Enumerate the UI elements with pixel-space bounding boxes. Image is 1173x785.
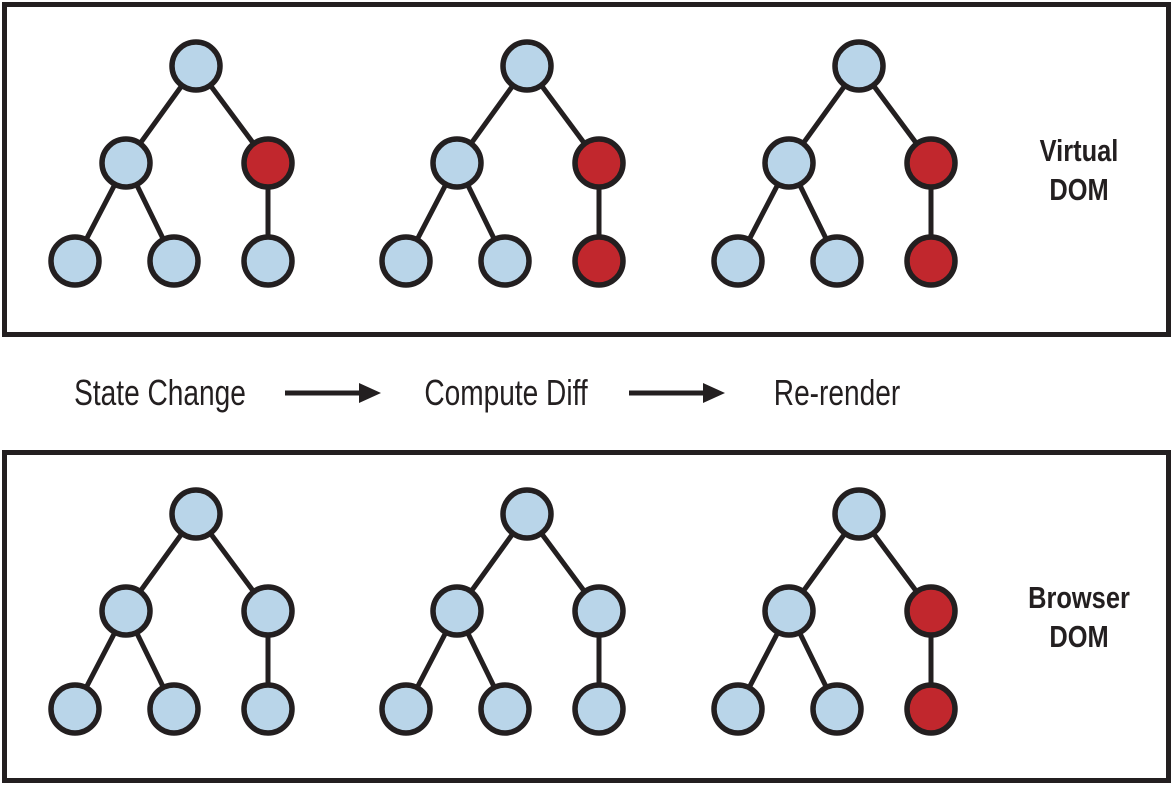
dom-tree xyxy=(711,487,958,736)
tree-node-red xyxy=(904,682,958,736)
tree-node-red xyxy=(904,234,958,288)
tree-node-blue xyxy=(430,584,484,638)
dom-tree xyxy=(379,39,626,288)
tree-node-blue xyxy=(478,234,532,288)
flow-step-state-change: State Change xyxy=(74,372,246,413)
tree-node-blue xyxy=(99,584,153,638)
tree-node-blue xyxy=(762,584,816,638)
browser-dom-label-line1: Browser xyxy=(1028,579,1130,615)
browser-dom-label: Browser DOM xyxy=(1018,578,1141,656)
tree-node-blue xyxy=(478,682,532,736)
dom-tree xyxy=(711,39,958,288)
arrow-right-icon xyxy=(285,383,381,403)
tree-node-blue xyxy=(48,682,102,736)
tree-node-blue xyxy=(147,682,201,736)
tree-node-blue xyxy=(832,39,886,93)
tree-node-red xyxy=(572,234,626,288)
tree-node-red xyxy=(572,136,626,190)
tree-node-blue xyxy=(500,39,554,93)
arrow-head xyxy=(359,383,381,403)
tree-node-blue xyxy=(500,487,554,541)
tree-node-red xyxy=(904,136,958,190)
flow-step-compute-diff: Compute Diff xyxy=(424,372,588,413)
dom-tree xyxy=(48,39,295,288)
tree-node-blue xyxy=(169,487,223,541)
dom-tree xyxy=(379,487,626,736)
tree-node-red xyxy=(904,584,958,638)
tree-node-blue xyxy=(48,234,102,288)
tree-node-blue xyxy=(241,682,295,736)
virtual-dom-label-line1: Virtual xyxy=(1039,132,1119,168)
tree-node-blue xyxy=(810,234,864,288)
tree-node-blue xyxy=(241,584,295,638)
virtual-dom-label: Virtual DOM xyxy=(1018,131,1141,209)
virtual-dom-label-line2: DOM xyxy=(1049,171,1109,207)
browser-dom-box: Browser DOM xyxy=(2,450,1171,783)
browser-dom-trees xyxy=(48,487,958,736)
tree-node-blue xyxy=(379,682,433,736)
arrow-head xyxy=(703,383,725,403)
flow-step-re-render: Re-render xyxy=(773,372,901,413)
virtual-dom-box: Virtual DOM xyxy=(2,2,1171,337)
tree-node-blue xyxy=(572,682,626,736)
tree-node-blue xyxy=(241,234,295,288)
tree-node-blue xyxy=(572,584,626,638)
dom-tree xyxy=(48,487,295,736)
tree-node-blue xyxy=(810,682,864,736)
browser-dom-label-line2: DOM xyxy=(1049,618,1109,654)
tree-node-blue xyxy=(832,487,886,541)
tree-node-blue xyxy=(762,136,816,190)
flow-row: State Change Compute Diff Re-render xyxy=(0,337,1173,450)
tree-node-blue xyxy=(379,234,433,288)
tree-node-red xyxy=(241,136,295,190)
tree-node-blue xyxy=(147,234,201,288)
tree-node-blue xyxy=(711,234,765,288)
tree-node-blue xyxy=(711,682,765,736)
virtual-dom-trees xyxy=(48,39,958,288)
arrow-right-icon xyxy=(629,383,725,403)
tree-node-blue xyxy=(169,39,223,93)
tree-node-blue xyxy=(99,136,153,190)
tree-node-blue xyxy=(430,136,484,190)
